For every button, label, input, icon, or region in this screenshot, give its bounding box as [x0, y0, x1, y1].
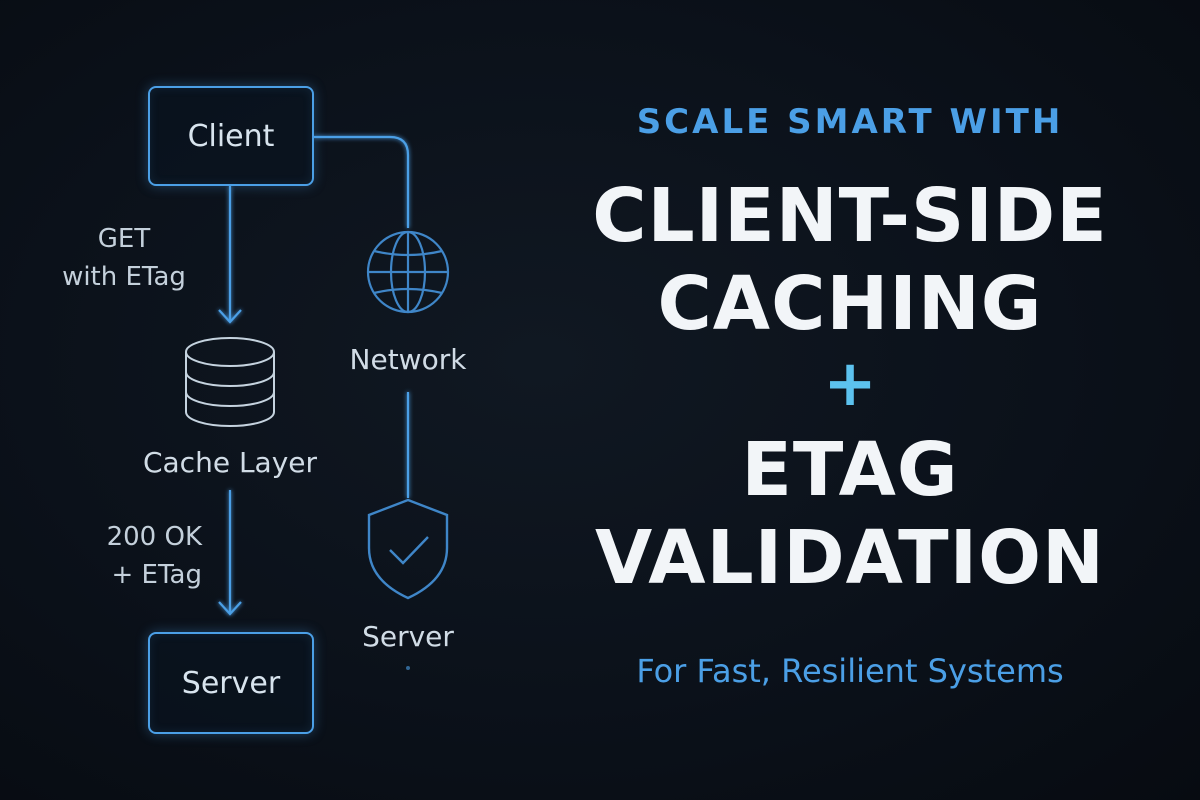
tagline: For Fast, Resilient Systems: [636, 652, 1064, 690]
client-node: Client: [148, 86, 314, 186]
server-shield-label: Server: [362, 620, 454, 653]
headline-line1: CLIENT-SIDE: [592, 173, 1108, 259]
server-label: Server: [181, 665, 281, 701]
get-label-line1: GET: [97, 224, 151, 254]
ok-response-label: 200 OK + ETag: [40, 518, 202, 594]
headline-line2: CACHING: [657, 261, 1043, 347]
globe-icon: [366, 230, 450, 314]
connector-client-to-network: [314, 135, 410, 228]
ok-label-line1: 200 OK: [106, 522, 202, 552]
headline-kicker: SCALE SMART WITH: [636, 102, 1064, 142]
shield-check-icon: [367, 498, 449, 600]
connector-dot: [406, 666, 410, 670]
headline-line3: ETAG: [741, 427, 959, 513]
arrowhead-client-to-cache: [218, 309, 242, 324]
database-icon: [185, 337, 275, 427]
get-request-label: GET with ETag: [40, 220, 208, 296]
headline-panel: SCALE SMART WITH CLIENT-SIDE CACHING + E…: [570, 0, 1170, 800]
headline-plus: +: [823, 347, 877, 421]
headline-line4: VALIDATION: [594, 515, 1105, 601]
cache-layer-label: Cache Layer: [142, 446, 318, 479]
network-label: Network: [349, 343, 467, 376]
ok-label-line2: + ETag: [111, 560, 203, 590]
arrowhead-cache-to-server: [218, 601, 242, 616]
client-label: Client: [187, 118, 275, 154]
server-node: Server: [148, 632, 314, 734]
get-label-line2: with ETag: [62, 262, 186, 292]
